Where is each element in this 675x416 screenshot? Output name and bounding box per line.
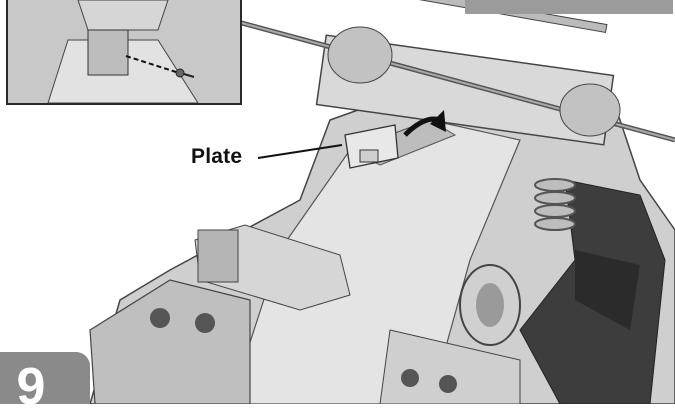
plate-callout-label: Plate [191, 145, 243, 168]
assembly-illustration [89, 0, 675, 405]
screw-detail-drawing [8, 0, 240, 103]
step-number: 9 [16, 358, 46, 416]
detail-inset [6, 0, 242, 105]
step-badge [0, 352, 90, 404]
header-tab [465, 0, 673, 14]
vehicle-underside-drawing [89, 0, 675, 405]
